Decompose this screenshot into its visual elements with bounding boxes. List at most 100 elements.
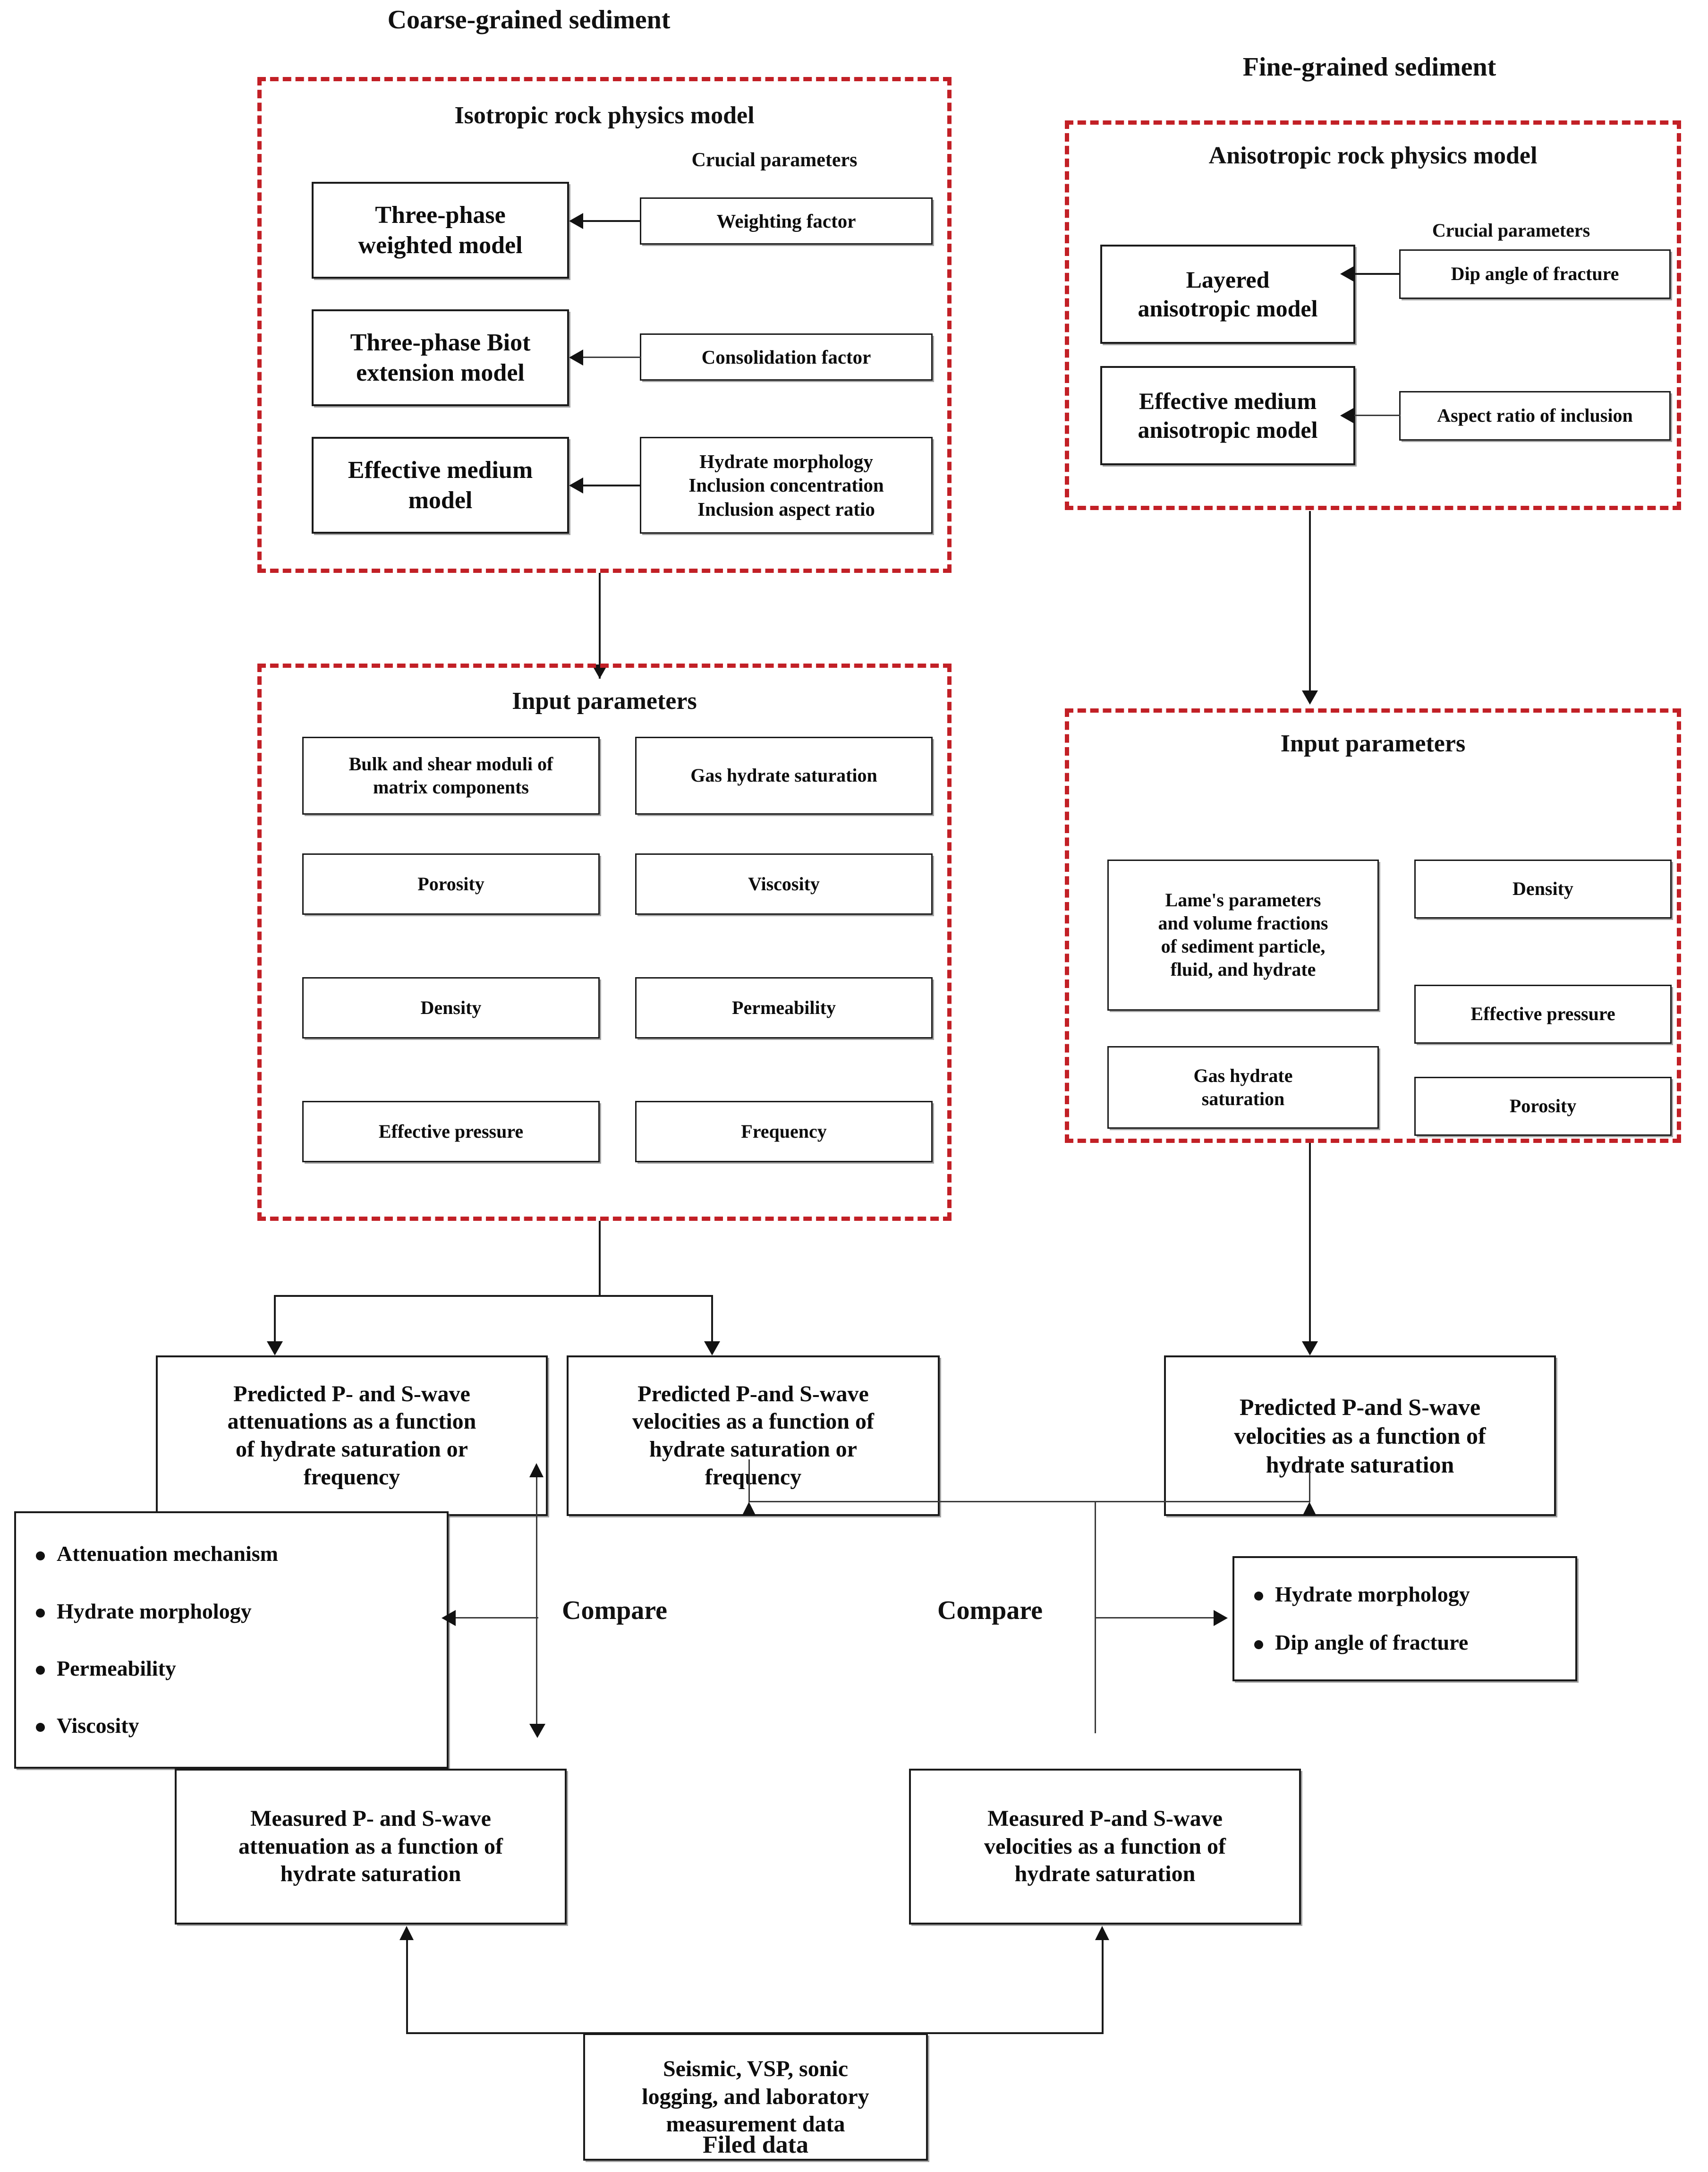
- box-input-effective-pressure[interactable]: Effective pressure: [302, 1101, 600, 1162]
- box-right-findings[interactable]: Hydrate morphology Dip angle of fracture: [1232, 1556, 1577, 1681]
- box-aspect-ratio-of-inclusion[interactable]: Aspect ratio of inclusion: [1399, 391, 1671, 441]
- connector-coarse-inputs-stem: [599, 1221, 601, 1296]
- box-measured-attenuation[interactable]: Measured P- and S-wave attenuation as a …: [175, 1769, 567, 1925]
- box-predicted-attenuation-label: Predicted P- and S-wave attenuations as …: [227, 1381, 476, 1490]
- box-fine-effective-pressure[interactable]: Effective pressure: [1414, 985, 1672, 1044]
- box-predicted-attenuation[interactable]: Predicted P- and S-wave attenuations as …: [156, 1355, 548, 1516]
- connector-anisotropic-to-inputs: [1309, 511, 1311, 698]
- box-weighting-factor[interactable]: Weighting factor: [640, 197, 933, 245]
- box-consolidation-factor-label: Consolidation factor: [701, 346, 871, 368]
- box-input-frequency-label: Frequency: [741, 1120, 827, 1142]
- arrow-fine-to-velocity: [1302, 1341, 1318, 1355]
- arrow-field-to-measured-velocity: [1095, 1926, 1109, 1940]
- group-anisotropic-rock-physics-model: [1065, 120, 1681, 510]
- box-fine-porosity-label: Porosity: [1509, 1095, 1577, 1117]
- box-fine-density-label: Density: [1513, 878, 1573, 900]
- box-effective-medium-anisotropic-model[interactable]: Effective medium anisotropic model: [1100, 366, 1355, 465]
- box-input-effective-pressure-label: Effective pressure: [378, 1120, 524, 1142]
- arrow-dip-angle-to-model: [1340, 266, 1354, 282]
- arrow-predicted-velocity-fine-up: [1302, 1502, 1317, 1516]
- connector-fine-inputs-to-velocity: [1309, 1143, 1311, 1352]
- label-filed-data: Filed data: [703, 2131, 808, 2158]
- title-fine-grained: Fine-grained sediment: [1242, 52, 1496, 82]
- box-input-porosity[interactable]: Porosity: [302, 853, 600, 915]
- arrow-aspect-ratio-to-model: [1340, 408, 1354, 424]
- box-dip-angle-of-fracture[interactable]: Dip angle of fracture: [1399, 249, 1671, 299]
- connector-coarse-to-attenuation: [274, 1295, 276, 1352]
- box-three-phase-biot-extension-model[interactable]: Three-phase Biot extension model: [312, 309, 569, 406]
- connector-dip-angle-to-model: [1354, 273, 1401, 275]
- label-isotropic-rock-physics-model: Isotropic rock physics model: [454, 102, 755, 129]
- box-layered-anisotropic-model[interactable]: Layered anisotropic model: [1100, 245, 1355, 344]
- connector-isotropic-to-inputs: [599, 573, 601, 679]
- box-predicted-velocity-fine[interactable]: Predicted P-and S-wave velocities as a f…: [1164, 1355, 1556, 1516]
- box-layered-anisotropic-model-label: Layered anisotropic model: [1138, 266, 1318, 322]
- connector-predicted-velocity-coarse-stem: [748, 1459, 750, 1502]
- box-consolidation-factor[interactable]: Consolidation factor: [640, 333, 933, 381]
- label-anisotropic-rock-physics-model: Anisotropic rock physics model: [1208, 142, 1538, 169]
- box-dip-angle-of-fracture-label: Dip angle of fracture: [1451, 263, 1619, 285]
- box-fine-density[interactable]: Density: [1414, 860, 1672, 919]
- arrow-left-compare-to-findings: [442, 1610, 456, 1626]
- left-findings-list: Attenuation mechanism Hydrate morphology…: [32, 1525, 431, 1755]
- connector-em-params-to-model: [583, 485, 641, 486]
- group-input-parameters-coarse: [257, 664, 952, 1221]
- box-weighting-factor-label: Weighting factor: [716, 210, 856, 232]
- list-item: Attenuation mechanism: [32, 1542, 431, 1566]
- connector-consolidation-to-model: [583, 357, 641, 358]
- arrow-coarse-to-velocity: [704, 1341, 720, 1355]
- box-fine-effective-pressure-label: Effective pressure: [1470, 1003, 1615, 1025]
- label-input-parameters-fine: Input parameters: [1280, 730, 1466, 757]
- label-compare-right: Compare: [937, 1596, 1043, 1625]
- box-input-gas-hydrate-saturation[interactable]: Gas hydrate saturation: [635, 737, 933, 815]
- box-input-gas-hydrate-saturation-label: Gas hydrate saturation: [690, 765, 877, 786]
- right-findings-list: Hydrate morphology Dip angle of fracture: [1250, 1570, 1559, 1667]
- group-isotropic-rock-physics-model: [257, 77, 952, 573]
- box-input-frequency[interactable]: Frequency: [635, 1101, 933, 1162]
- arrow-weighting-to-model: [569, 213, 583, 229]
- box-predicted-velocity-coarse-label: Predicted P-and S-wave velocities as a f…: [632, 1381, 874, 1490]
- list-item: Viscosity: [32, 1713, 431, 1738]
- arrow-predicted-velocity-coarse-up: [742, 1502, 756, 1516]
- group-input-parameters-fine: [1065, 708, 1681, 1143]
- box-fine-lame-parameters[interactable]: Lame's parameters and volume fractions o…: [1107, 860, 1379, 1011]
- box-three-phase-biot-extension-model-label: Three-phase Biot extension model: [350, 329, 531, 386]
- box-measured-attenuation-label: Measured P- and S-wave attenuation as a …: [238, 1806, 503, 1887]
- box-field-data-label: Seismic, VSP, sonic logging, and laborat…: [642, 2056, 869, 2137]
- arrow-em-params-to-model: [569, 477, 583, 494]
- box-measured-velocity-label: Measured P-and S-wave velocities as a fu…: [984, 1806, 1226, 1887]
- box-effective-medium-params[interactable]: Hydrate morphology Inclusion concentrati…: [640, 437, 933, 534]
- connector-left-compare-axis: [536, 1476, 537, 1733]
- connector-coarse-to-velocity: [711, 1295, 713, 1352]
- arrow-consolidation-to-model: [569, 349, 583, 366]
- box-effective-medium-model[interactable]: Effective medium model: [312, 437, 569, 534]
- connector-coarse-outputs-bus: [274, 1295, 713, 1297]
- box-left-findings[interactable]: Attenuation mechanism Hydrate morphology…: [14, 1511, 449, 1769]
- box-input-permeability-label: Permeability: [732, 997, 836, 1018]
- title-coarse-grained: Coarse-grained sediment: [387, 5, 671, 34]
- connector-weighting-to-model: [583, 220, 641, 222]
- arrow-left-compare-up: [529, 1463, 544, 1477]
- box-input-density[interactable]: Density: [302, 977, 600, 1039]
- box-input-porosity-label: Porosity: [417, 873, 484, 894]
- box-predicted-velocity-coarse[interactable]: Predicted P-and S-wave velocities as a f…: [567, 1355, 940, 1516]
- connector-left-compare-to-findings: [456, 1617, 538, 1618]
- list-item: Permeability: [32, 1656, 431, 1681]
- box-field-data[interactable]: Seismic, VSP, sonic logging, and laborat…: [583, 2033, 928, 2161]
- connector-bus-fine-vertical: [1309, 1459, 1310, 1502]
- label-crucial-parameters-fine: Crucial parameters: [1432, 220, 1590, 241]
- box-input-permeability[interactable]: Permeability: [635, 977, 933, 1039]
- box-three-phase-weighted-model[interactable]: Three-phase weighted model: [312, 182, 569, 279]
- label-crucial-parameters-coarse: Crucial parameters: [691, 149, 858, 171]
- label-input-parameters-coarse: Input parameters: [512, 688, 697, 715]
- list-item: Hydrate morphology: [1250, 1582, 1559, 1607]
- connector-aspect-ratio-to-model: [1354, 415, 1401, 416]
- connector-field-to-measured-attenuation: [406, 1939, 408, 2033]
- box-input-viscosity[interactable]: Viscosity: [635, 853, 933, 915]
- box-fine-porosity[interactable]: Porosity: [1414, 1077, 1672, 1136]
- box-measured-velocity[interactable]: Measured P-and S-wave velocities as a fu…: [909, 1769, 1301, 1925]
- box-input-viscosity-label: Viscosity: [748, 873, 820, 894]
- box-fine-gas-hydrate-saturation[interactable]: Gas hydrate saturation: [1107, 1046, 1379, 1129]
- box-input-bulk-shear-moduli[interactable]: Bulk and shear moduli of matrix componen…: [302, 737, 600, 815]
